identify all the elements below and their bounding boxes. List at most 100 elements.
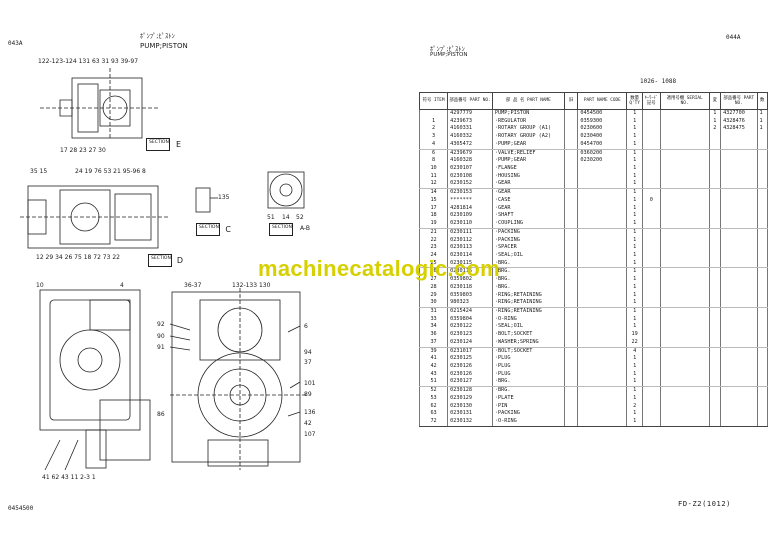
cell-q2 [756, 204, 768, 213]
cell-old [563, 338, 579, 348]
callout-e-row: 17 28 23 27 30 [60, 147, 106, 154]
cell-item [418, 109, 449, 118]
cell-old [563, 244, 579, 252]
cell-note [641, 410, 661, 419]
cell-sn [659, 370, 710, 379]
cell-sn [659, 212, 710, 221]
cell-x [708, 267, 722, 277]
cell-q2 [756, 299, 768, 308]
section-tag-c: SECTION C [196, 223, 231, 236]
col-header-qty: 数量 Q'TY [626, 92, 643, 110]
cell-note [641, 188, 661, 197]
cell-note [641, 402, 661, 411]
cell-old [563, 236, 579, 245]
cell-code2 [720, 244, 758, 252]
cell-qty: 1 [626, 204, 643, 213]
cell-code2 [720, 331, 758, 339]
cell-qty: 4 [626, 347, 643, 356]
cell-code [577, 291, 628, 300]
cell-note [641, 204, 661, 213]
cell-sn [659, 196, 710, 205]
cell-note [641, 125, 661, 134]
cell-note [641, 299, 661, 308]
cell-part: 4239679 [447, 149, 493, 158]
cell-code: 0454500 [577, 109, 628, 118]
cell-item: 1 [418, 117, 449, 126]
cell-qty: 1 [626, 307, 643, 316]
cell-old [563, 133, 579, 141]
cell-x [708, 370, 722, 379]
cell-note [641, 276, 661, 284]
cell-old [563, 331, 579, 339]
right-page-code: 044A [726, 34, 741, 41]
callout-136: 136 [304, 409, 316, 416]
cell-x [708, 323, 722, 332]
cell-code2 [720, 355, 758, 363]
section-tag-ab: SECTION A-B [269, 223, 310, 236]
cell-part: 4160332 [447, 133, 493, 141]
cell-old [563, 386, 579, 395]
cell-q2 [756, 133, 768, 141]
cell-q2 [756, 165, 768, 173]
cell-note [641, 157, 661, 166]
cell-part: 0230124 [447, 338, 493, 348]
cell-old [563, 267, 579, 277]
cell-old [563, 315, 579, 324]
callout-36-37: 36-37 [184, 282, 202, 289]
cell-note [641, 117, 661, 126]
cell-code2 [720, 418, 758, 427]
cell-note [641, 133, 661, 141]
cell-name: ·O-RING [491, 315, 565, 324]
cell-item: 14 [418, 188, 449, 197]
cell-item: 43 [418, 370, 449, 379]
cell-part: 0231017 [447, 347, 493, 356]
cell-qty: 1 [626, 410, 643, 419]
cell-name: ·PACKING [491, 236, 565, 245]
cell-code [577, 386, 628, 395]
cell-old [563, 394, 579, 403]
cell-code2 [720, 283, 758, 292]
cell-q2 [756, 386, 768, 395]
cell-qty: 1 [626, 299, 643, 308]
cell-name: ·HOUSING [491, 172, 565, 181]
cell-name: ·BOLT;SOCKET [491, 331, 565, 339]
cell-item: 23 [418, 244, 449, 252]
cell-code2: 4328476 [720, 117, 758, 126]
cell-old [563, 355, 579, 363]
cell-sn [659, 283, 710, 292]
cell-old [563, 117, 579, 126]
cell-item: 28 [418, 283, 449, 292]
cell-item: 4 [418, 140, 449, 150]
cell-part: 0215424 [447, 307, 493, 316]
cell-qty: 1 [626, 355, 643, 363]
cell-qty: 1 [626, 394, 643, 403]
cell-item: 39 [418, 347, 449, 356]
cell-part: 0230128 [447, 386, 493, 395]
cell-item: 15 [418, 196, 449, 205]
cell-note [641, 315, 661, 324]
left-page-code: 043A [8, 40, 23, 47]
cell-name: ·REGULATOR [491, 117, 565, 126]
cell-code2 [720, 276, 758, 284]
cell-code [577, 259, 628, 269]
cell-old [563, 307, 579, 316]
cell-note [641, 338, 661, 348]
cell-name: ·COUPLING [491, 220, 565, 229]
cell-item: 18 [418, 212, 449, 221]
cell-item: 26 [418, 267, 449, 277]
cell-q2 [756, 315, 768, 324]
cell-qty: 1 [626, 212, 643, 221]
left-title-jp: ﾎﾟﾝﾌﾟ;ﾋﾟｽﾄﾝ [140, 32, 175, 40]
cell-note [641, 363, 661, 371]
cell-qty: 1 [626, 228, 643, 237]
cell-name: ·ROTARY GROUP (A2) [491, 133, 565, 141]
cell-name: ·BRG. [491, 378, 565, 388]
cell-old [563, 291, 579, 300]
cell-item: 11 [418, 172, 449, 181]
cell-q2 [756, 212, 768, 221]
